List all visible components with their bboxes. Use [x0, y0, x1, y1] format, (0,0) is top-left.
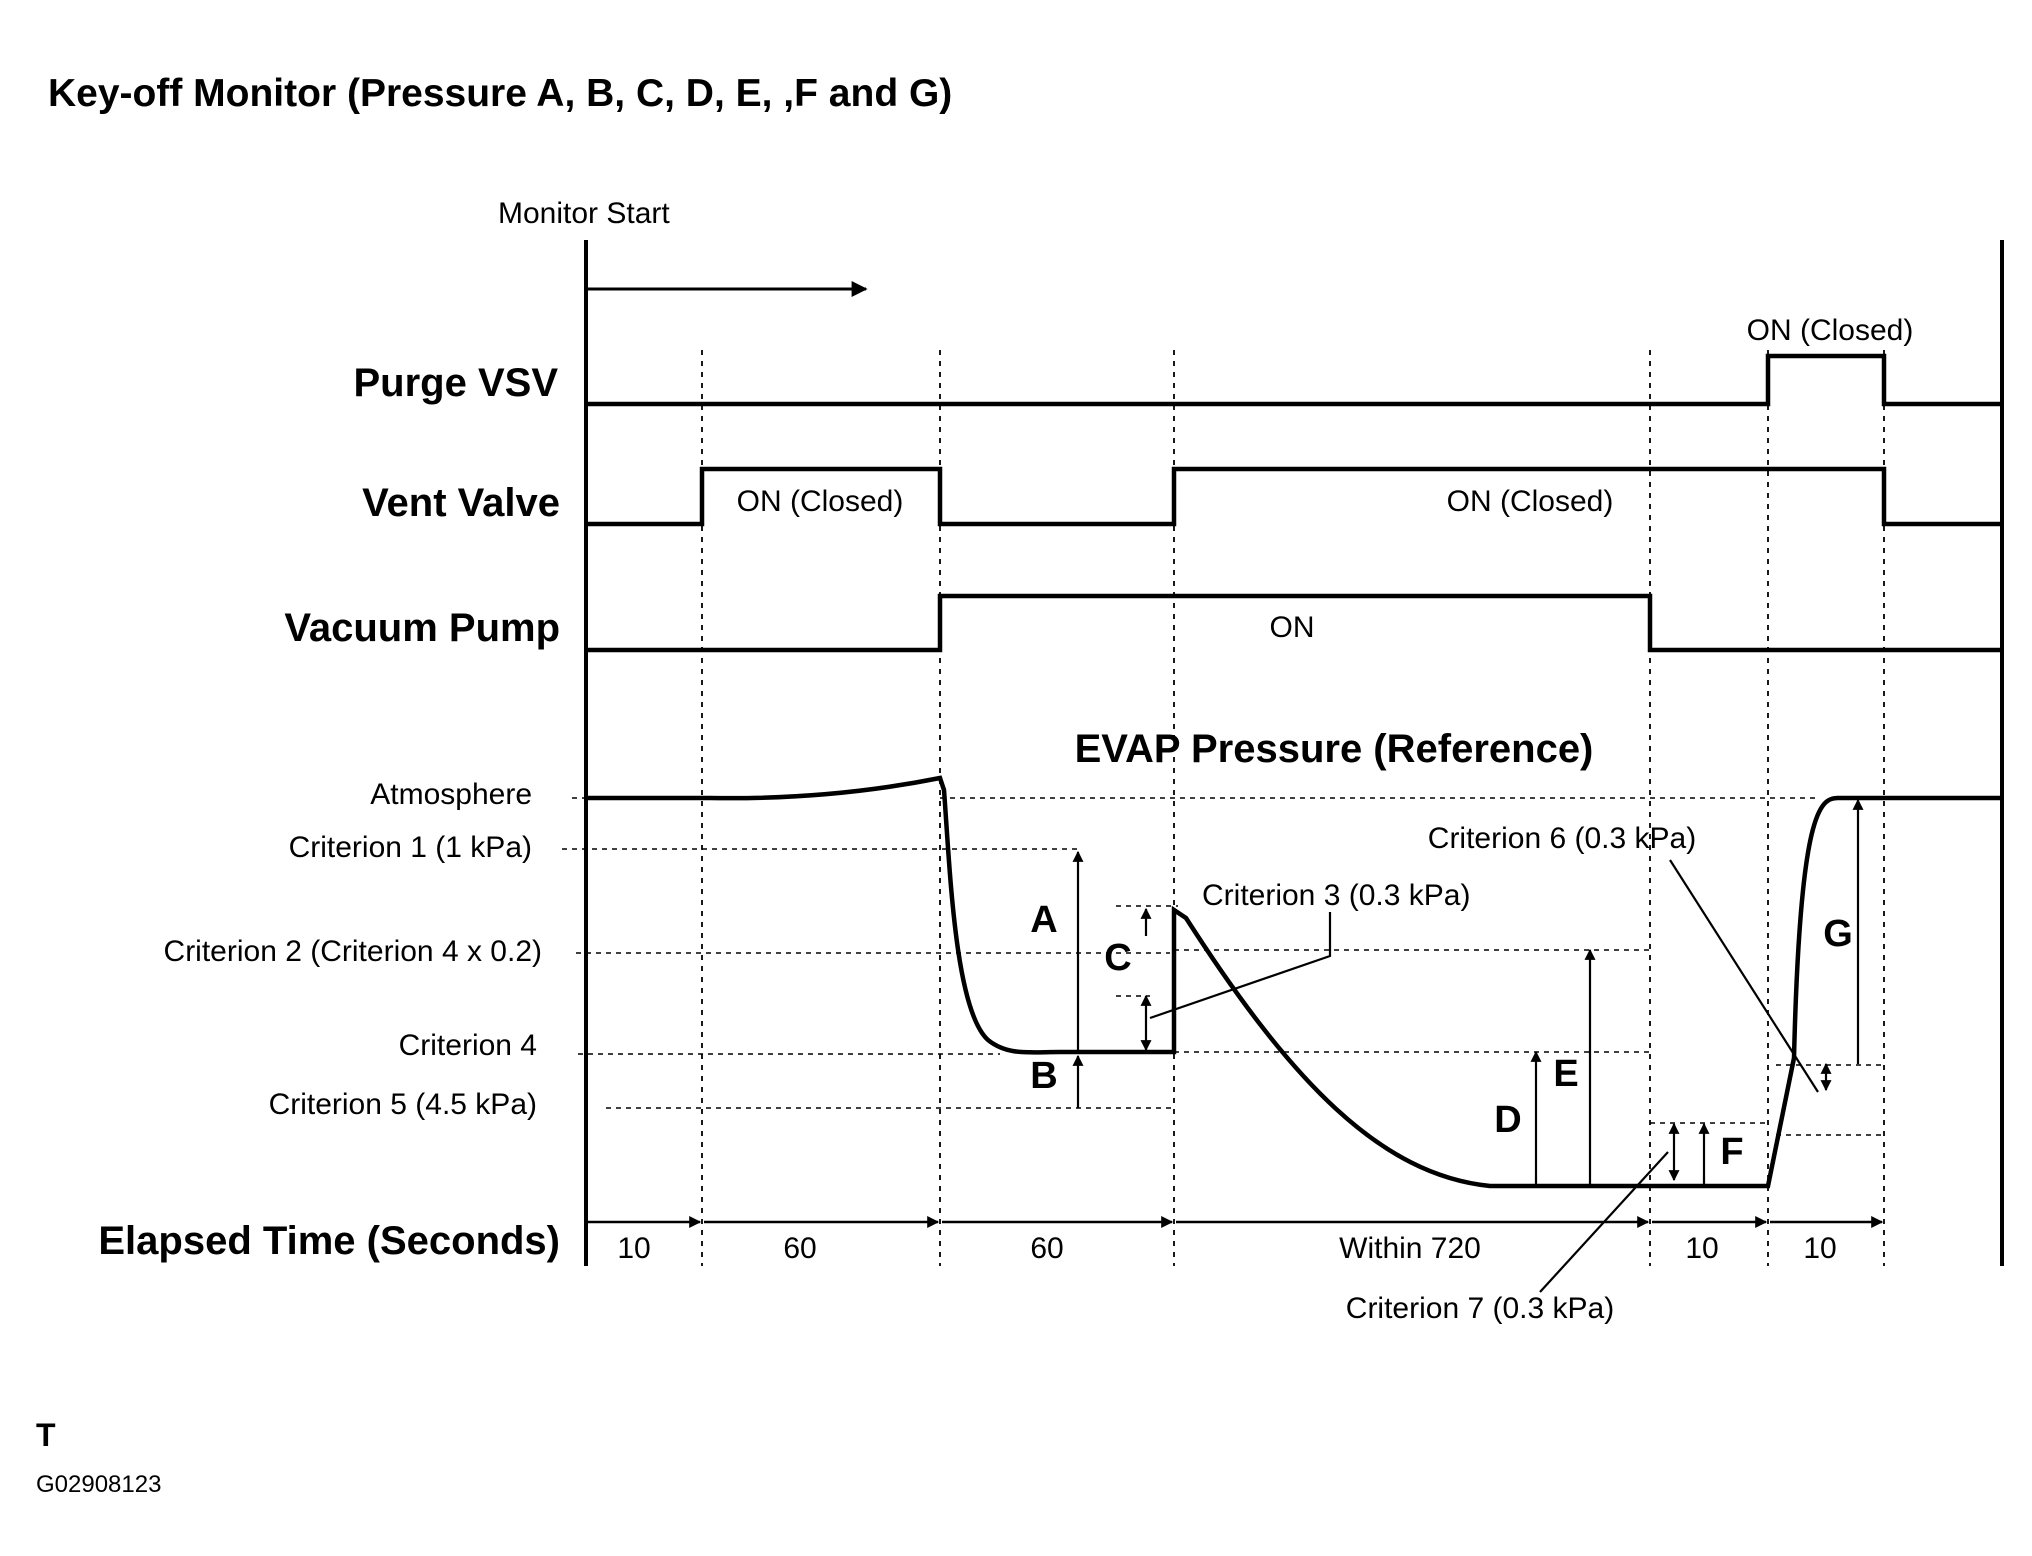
marker-f: F	[1720, 1131, 1743, 1173]
elapsed-segment-6: 10	[1803, 1232, 1836, 1265]
vacuum-pump-label: Vacuum Pump	[284, 606, 560, 650]
marker-e: E	[1553, 1053, 1578, 1095]
elapsed-time-label: Elapsed Time (Seconds)	[98, 1219, 560, 1263]
vacuum-pump-on-label: ON	[1270, 611, 1315, 644]
footer-mark: T	[36, 1417, 56, 1453]
level-criterion2-label: Criterion 2 (Criterion 4 x 0.2)	[164, 935, 542, 968]
elapsed-segment-4: Within 720	[1339, 1232, 1481, 1265]
marker-g: G	[1823, 913, 1853, 955]
elapsed-segment-2: 60	[783, 1232, 816, 1265]
vent-valve-on-label-2: ON (Closed)	[1447, 485, 1614, 518]
purge-vsv-label: Purge VSV	[353, 361, 558, 405]
time-boundaries	[701, 350, 1885, 1266]
elapsed-segment-1: 10	[617, 1232, 650, 1265]
criterion6-leader	[1669, 859, 1819, 1093]
vent-valve-on-label-1: ON (Closed)	[737, 485, 904, 518]
marker-a: A	[1030, 899, 1057, 941]
diagram-title: Key-off Monitor (Pressure A, B, C, D, E,…	[48, 72, 952, 115]
elapsed-segment-3: 60	[1030, 1232, 1063, 1265]
criterion3-callout: Criterion 3 (0.3 kPa)	[1202, 879, 1470, 912]
marker-b: B	[1030, 1055, 1057, 1097]
vacuum-pump-signal	[586, 593, 2002, 653]
criterion7-callout: Criterion 7 (0.3 kPa)	[1346, 1292, 1614, 1325]
level-criterion5-label: Criterion 5 (4.5 kPa)	[269, 1088, 537, 1121]
footer-code: G02908123	[36, 1471, 161, 1498]
monitor-start-label: Monitor Start	[498, 197, 670, 230]
level-criterion4-label: Criterion 4	[399, 1029, 537, 1062]
marker-c: C	[1104, 937, 1131, 979]
vent-valve-label: Vent Valve	[362, 481, 560, 525]
evap-pressure-heading: EVAP Pressure (Reference)	[1075, 727, 1594, 771]
purge-vsv-on-label: ON (Closed)	[1747, 314, 1914, 347]
level-atmosphere-label: Atmosphere	[370, 778, 532, 811]
evap-pressure-curve	[586, 775, 2002, 1189]
criterion6-callout: Criterion 6 (0.3 kPa)	[1428, 822, 1696, 855]
level-criterion1-label: Criterion 1 (1 kPa)	[289, 831, 532, 864]
criterion3-leader	[1149, 912, 1332, 1020]
vent-valve-signal	[586, 466, 2002, 527]
purge-vsv-signal	[586, 353, 2002, 407]
marker-d: D	[1494, 1099, 1521, 1141]
elapsed-segment-5: 10	[1685, 1232, 1718, 1265]
